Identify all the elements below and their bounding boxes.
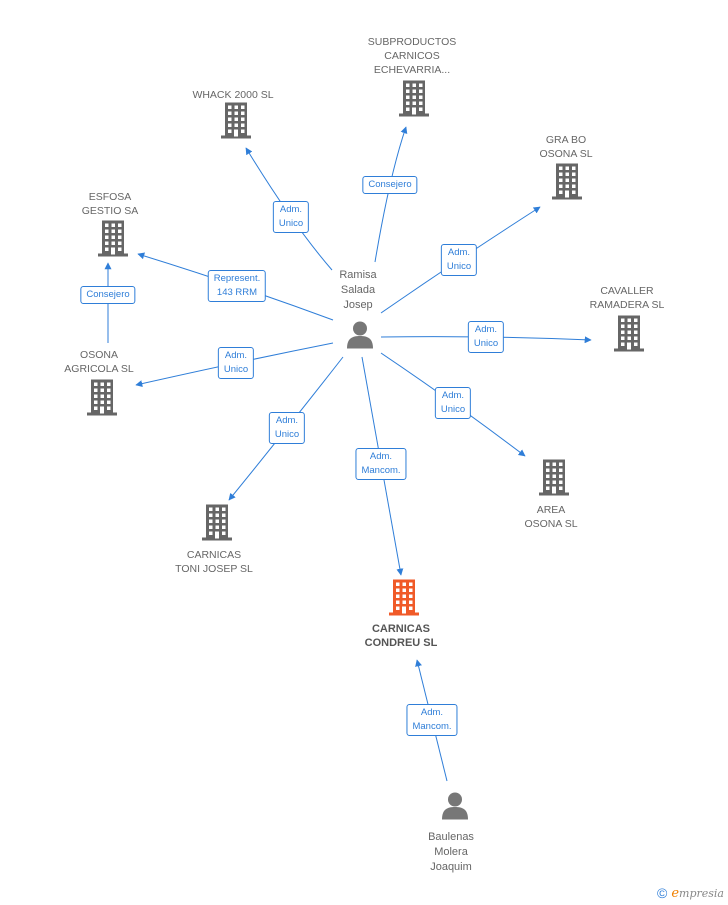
ramisa-label[interactable]: Ramisa Salada Josep (339, 269, 377, 311)
whack-label[interactable]: WHACK 2000 SL (192, 89, 274, 101)
relation-label-ramisa-to-carnicas_toni[interactable]: Adm. Unico (268, 412, 306, 444)
cavaller-building-icon[interactable] (614, 315, 644, 357)
carnicas-condreu-building-icon[interactable] (389, 579, 419, 621)
relation-label-ramisa-to-osona_agricola[interactable]: Adm. Unico (217, 347, 255, 379)
carnicas-condreu-label[interactable]: CARNICAS CONDREU SL (364, 623, 438, 649)
edge-ramisa-to-subproductos (374, 126, 408, 263)
area-osona-building-icon[interactable] (539, 459, 569, 501)
brand-logo[interactable]: empresia (671, 885, 724, 901)
relation-label-ramisa-to-esfosa[interactable]: Represent. 143 RRM (207, 270, 267, 302)
relation-label-baulenas-to-carnicas_condreu[interactable]: Adm. Mancom. (406, 704, 458, 736)
baulenas-person-icon[interactable] (441, 792, 469, 825)
relation-label-ramisa-to-grabo[interactable]: Adm. Unico (440, 244, 478, 276)
esfosa-label[interactable]: ESFOSA GESTIO SA (81, 191, 139, 217)
relation-label-ramisa-to-subproductos[interactable]: Consejero (362, 176, 418, 194)
footer-credit: © empresia (657, 885, 724, 901)
subproductos-label[interactable]: SUBPRODUCTOS CARNICOS ECHEVARRIA... (367, 36, 457, 76)
area-osona-label[interactable]: AREA OSONA SL (524, 504, 578, 530)
relation-label-ramisa-to-carnicas_condreu[interactable]: Adm. Mancom. (355, 448, 407, 480)
relation-label-osona_agricola-to-esfosa[interactable]: Consejero (80, 286, 136, 304)
relation-label-ramisa-to-cavaller[interactable]: Adm. Unico (467, 321, 505, 353)
ramisa-person-icon[interactable] (346, 321, 374, 354)
grabo-label[interactable]: GRA BO OSONA SL (539, 134, 593, 160)
whack-building-icon[interactable] (221, 102, 251, 144)
subproductos-building-icon[interactable] (399, 80, 429, 122)
grabo-building-icon[interactable] (552, 163, 582, 205)
edges-layer (104, 126, 592, 782)
carnicas-toni-label[interactable]: CARNICAS TONI JOSEP SL (175, 549, 253, 575)
cavaller-label[interactable]: CAVALLER RAMADERA SL (589, 285, 665, 311)
osona-agricola-building-icon[interactable] (87, 379, 117, 421)
copyright-symbol: © (657, 885, 668, 901)
relation-label-ramisa-to-whack[interactable]: Adm. Unico (272, 201, 310, 233)
osona-agricola-label[interactable]: OSONA AGRICOLA SL (64, 349, 134, 375)
relation-label-ramisa-to-area_osona[interactable]: Adm. Unico (434, 387, 472, 419)
esfosa-building-icon[interactable] (98, 220, 128, 262)
carnicas-toni-building-icon[interactable] (202, 504, 232, 546)
baulenas-label[interactable]: Baulenas Molera Joaquim (428, 831, 474, 873)
